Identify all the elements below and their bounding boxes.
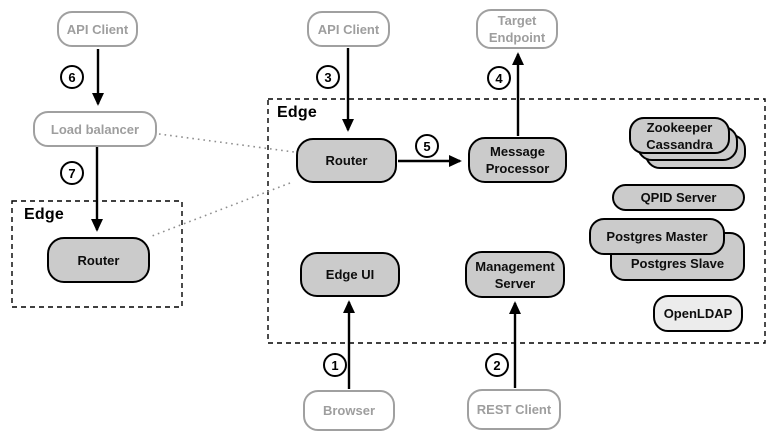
step-badge-1: 1 [323, 353, 347, 377]
node-label: Postgres Master [606, 229, 708, 244]
node-load-balancer: Load balancer [33, 111, 157, 147]
node-rest-client: REST Client [467, 389, 561, 430]
node-label: Router [325, 153, 368, 168]
node-router-main: Router [296, 138, 397, 183]
node-label: QPID Server [640, 190, 717, 205]
node-management-server: Management Server [465, 251, 565, 298]
node-label: Edge UI [325, 267, 375, 282]
step-badge-7: 7 [60, 161, 84, 185]
edge-main-group-label: Edge [277, 104, 317, 121]
node-openldap: OpenLDAP [653, 295, 743, 332]
node-label-line2: Server [494, 275, 536, 291]
dotted-link-loadbalancer-to-router-main [158, 133, 295, 153]
node-label: API Client [317, 21, 380, 37]
node-label-line1: Zookeeper [646, 119, 713, 135]
step-badge-3: 3 [316, 65, 340, 89]
node-label: OpenLDAP [663, 306, 733, 321]
step-badge-5: 5 [415, 134, 439, 158]
node-edge-ui: Edge UI [300, 252, 400, 297]
node-label-line2: Endpoint [488, 30, 546, 45]
node-api-client-mid: API Client [307, 11, 390, 47]
dotted-link-router-main-to-router-secondary [151, 182, 291, 237]
node-label-line1: Message [490, 144, 545, 159]
node-label: Load balancer [50, 121, 140, 137]
node-label: API Client [66, 21, 129, 37]
edge-secondary-group-label: Edge [24, 206, 64, 223]
step-badge-6: 6 [60, 65, 84, 89]
node-qpid-server: QPID Server [612, 184, 745, 211]
node-label: REST Client [476, 402, 552, 417]
node-label-line2: Processor [485, 161, 550, 176]
node-zookeeper-cassandra: Zookeeper Cassandra [629, 117, 730, 154]
node-target-endpoint: Target Endpoint [476, 9, 558, 49]
node-label-line1: Management [475, 258, 555, 274]
node-postgres-master: Postgres Master [589, 218, 725, 255]
node-message-processor: Message Processor [468, 137, 567, 183]
node-label: Router [77, 252, 120, 268]
node-label-line2: Cassandra [646, 136, 713, 152]
node-label: Browser [322, 403, 376, 418]
step-badge-2: 2 [485, 353, 509, 377]
node-label: Postgres Slave [630, 256, 725, 271]
step-badge-4: 4 [487, 66, 511, 90]
node-browser: Browser [303, 390, 395, 431]
node-api-client-left: API Client [57, 11, 138, 47]
node-label-line1: Target [497, 13, 537, 28]
node-router-secondary: Router [47, 237, 150, 283]
